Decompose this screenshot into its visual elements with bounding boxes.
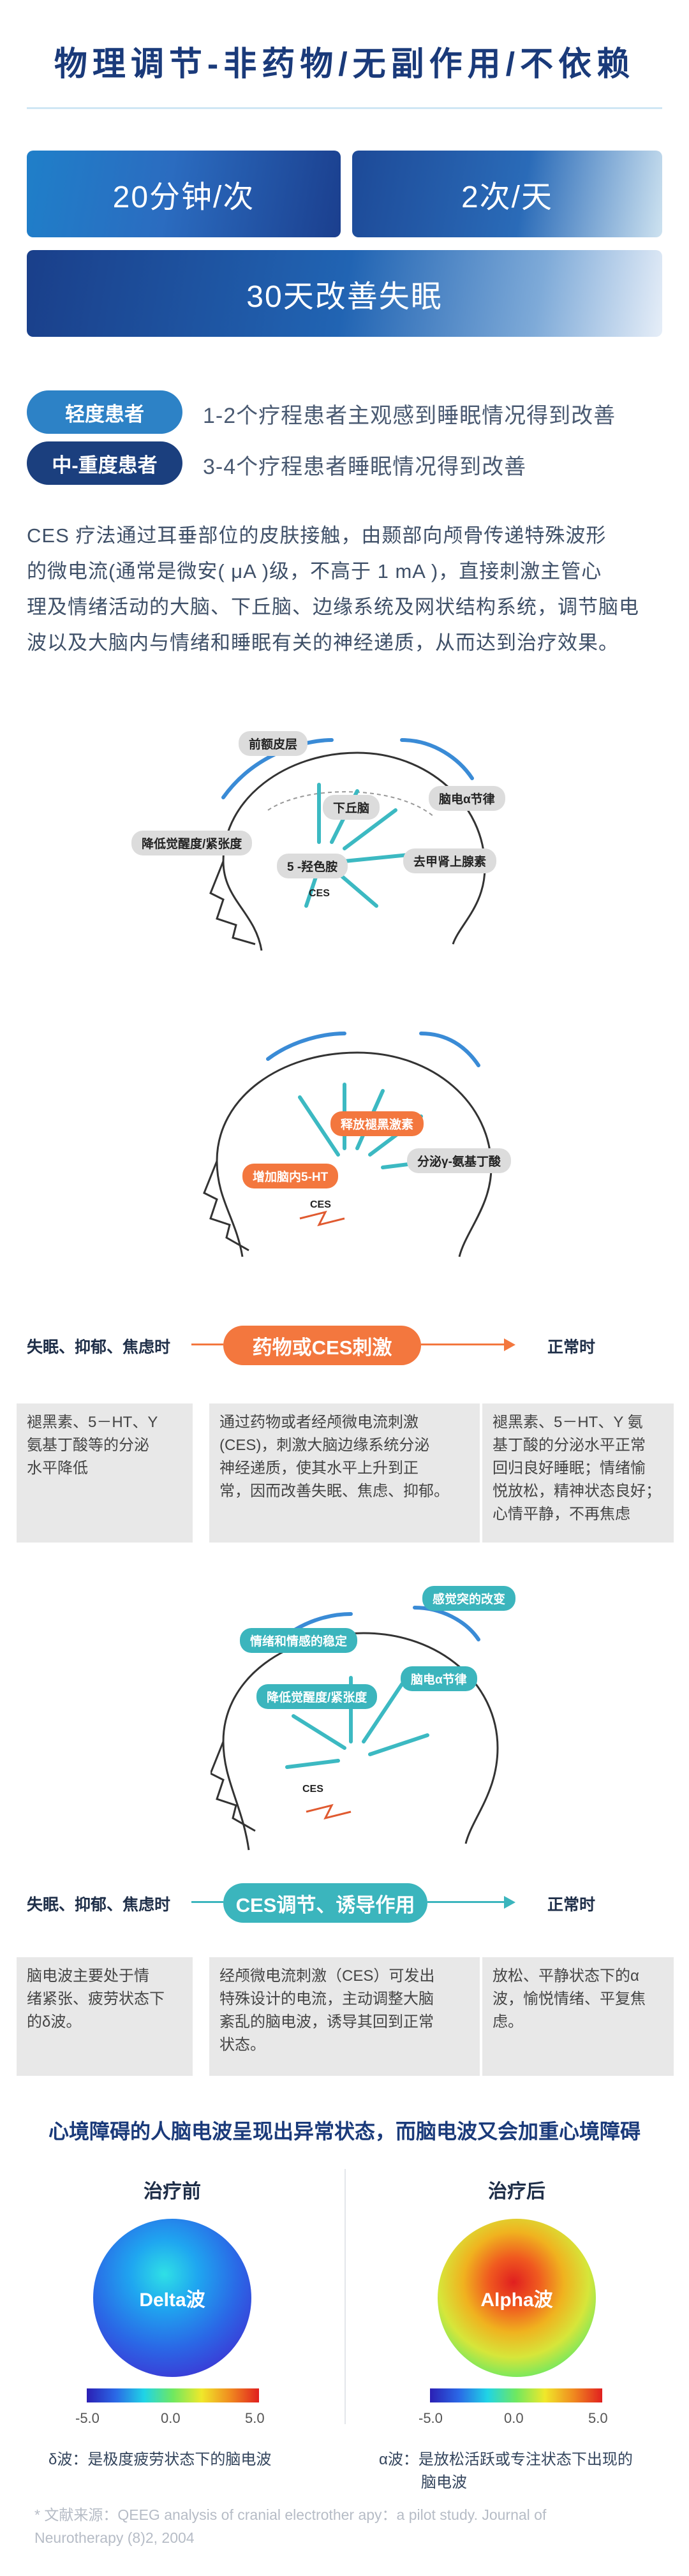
box-line: 绪紧张、疲劳状态下 bbox=[27, 1990, 165, 2008]
source-line: * 文献来源：QEEG analysis of cranial electrot… bbox=[34, 2506, 547, 2523]
scale-tick: 0.0 bbox=[161, 2410, 181, 2426]
tag-norepinephrine: 去甲肾上腺素 bbox=[403, 848, 497, 873]
flow2-line-right bbox=[427, 1901, 504, 1903]
alpha-desc-line: 脑电波 bbox=[421, 2474, 467, 2491]
box-line: 褪黑素、5－HT、Y 氨 bbox=[493, 1414, 643, 1431]
tag-prefrontal: 前额皮层 bbox=[239, 731, 308, 756]
tag-serotonin: 5 -羟色胺 bbox=[277, 854, 348, 878]
box-line: 状态。 bbox=[219, 2036, 265, 2054]
flow2-left-label: 失眠、抑郁、焦虑时 bbox=[27, 1896, 171, 1914]
tag-arousal: 降低觉醒度/紧张度 bbox=[131, 831, 253, 855]
alpha-brainmap: Alpha波 bbox=[438, 2219, 596, 2377]
eeg-divider bbox=[344, 2169, 346, 2424]
title-divider bbox=[27, 107, 662, 109]
intro-line: 的微电流(通常是微安( μA )级，不高于 1 mA )，直接刺激主管心 bbox=[27, 560, 602, 582]
tag-hypothalamus: 下丘脑 bbox=[323, 795, 380, 820]
box-line: 的δ波。 bbox=[27, 2013, 82, 2031]
box-line: 经颅微电流刺激（CES）可发出 bbox=[219, 1967, 435, 1985]
source-citation: * 文献来源：QEEG analysis of cranial electrot… bbox=[34, 2503, 666, 2549]
flow2-arrow-icon bbox=[504, 1896, 515, 1909]
box-line: 特殊设计的电流，主动调整大脑 bbox=[219, 1990, 434, 2008]
frequency-tile: 2次/天 bbox=[352, 151, 662, 237]
scale-tick: -5.0 bbox=[419, 2410, 443, 2426]
flow2-box-after: 放松、平静状态下的α 波，愉悦情绪、平复焦 虑。 bbox=[482, 1957, 674, 2076]
box-line: 紊乱的脑电波，诱导其回到正常 bbox=[219, 2013, 434, 2031]
intro-line: CES 疗法通过耳垂部位的皮肤接触，由颞部向颅骨传递特殊波形 bbox=[27, 524, 607, 547]
delta-brainmap: Delta波 bbox=[93, 2219, 251, 2377]
severe-patient-desc: 3-4个疗程患者睡眠情况得到改善 bbox=[203, 455, 527, 479]
delta-desc: δ波：是极度疲劳状态下的脑电波 bbox=[48, 2451, 272, 2468]
flow2-box-middle: 经颅微电流刺激（CES）可发出 特殊设计的电流，主动调整大脑 紊乱的脑电波，诱导… bbox=[209, 1957, 480, 2076]
box-line: 波，愉悦情绪、平复焦 bbox=[493, 1990, 646, 2008]
flow2-right-label: 正常时 bbox=[547, 1896, 596, 1914]
source-line: Neurotherapy (8)2, 2004 bbox=[34, 2529, 195, 2546]
tag-melatonin: 释放褪黑激素 bbox=[330, 1111, 424, 1136]
scale-tick: 5.0 bbox=[245, 2410, 265, 2426]
tag-perception: 感觉突的改变 bbox=[422, 1586, 516, 1611]
box-line: 神经递质，使其水平上升到正 bbox=[219, 1460, 419, 1477]
after-title: 治疗后 bbox=[488, 2181, 545, 2202]
severe-patient-badge: 中-重度患者 bbox=[27, 441, 182, 485]
mild-patient-desc: 1-2个疗程患者主观感到睡眠情况得到改善 bbox=[203, 404, 616, 428]
alpha-desc-line: α波：是放松活跃或专注状态下出现的 bbox=[379, 2451, 633, 2468]
scale-tick: 0.0 bbox=[504, 2410, 524, 2426]
scale-tick: -5.0 bbox=[75, 2410, 100, 2426]
before-title: 治疗前 bbox=[144, 2181, 201, 2202]
box-line: 脑电波主要处于情 bbox=[27, 1967, 149, 1985]
ces-label: CES bbox=[310, 1199, 331, 1210]
flow2-center-pill: CES调节、诱导作用 bbox=[223, 1883, 427, 1923]
intro-paragraph: CES 疗法通过耳垂部位的皮肤接触，由颞部向颅骨传递特殊波形 的微电流(通常是微… bbox=[27, 518, 662, 661]
box-line: 水平降低 bbox=[27, 1460, 88, 1477]
box-line: (CES)，刺激大脑边缘系统分泌 bbox=[219, 1437, 430, 1454]
flow1-line-right bbox=[421, 1344, 504, 1345]
intro-line: 理及情绪活动的大脑、下丘脑、边缘系统及网状结构系统，调节脑电 bbox=[27, 596, 639, 618]
tag-alpha: 脑电α节律 bbox=[401, 1666, 477, 1691]
intro-line: 波以及大脑内与情绪和睡眠有关的神经递质，从而达到治疗效果。 bbox=[27, 632, 619, 654]
box-line: 褪黑素、5－HT、Y bbox=[27, 1414, 158, 1431]
box-line: 回归良好睡眠；情绪愉 bbox=[493, 1460, 646, 1477]
box-line: 心情平静，不再焦虑 bbox=[493, 1506, 630, 1523]
tag-alpha-rhythm: 脑电α节律 bbox=[429, 786, 505, 811]
flow1-right-label: 正常时 bbox=[547, 1338, 596, 1356]
box-line: 虑。 bbox=[493, 2013, 523, 2031]
scale-tick: 5.0 bbox=[588, 2410, 608, 2426]
box-line: 氨基丁酸等的分泌 bbox=[27, 1437, 149, 1454]
flow2-box-before: 脑电波主要处于情 绪紧张、疲劳状态下 的δ波。 bbox=[17, 1957, 193, 2076]
flow1-box-before: 褪黑素、5－HT、Y 氨基丁酸等的分泌 水平降低 bbox=[17, 1403, 193, 1543]
tag-arousal-reduce: 降低觉醒度/紧张度 bbox=[256, 1684, 378, 1709]
box-line: 悦放松，精神状态良好； bbox=[493, 1483, 661, 1500]
box-line: 基丁酸的分泌水平正常 bbox=[493, 1437, 646, 1454]
after-colorbar bbox=[430, 2388, 602, 2402]
before-colorbar bbox=[87, 2388, 259, 2402]
box-line: 常，因而改善失眠、焦虑、抑郁。 bbox=[219, 1483, 449, 1500]
flow1-arrow-icon bbox=[504, 1338, 515, 1351]
tag-emotion: 情绪和情感的稳定 bbox=[240, 1628, 358, 1653]
duration-tile: 20分钟/次 bbox=[27, 151, 341, 237]
flow1-box-middle: 通过药物或者经颅微电流刺激 (CES)，刺激大脑边缘系统分泌 神经递质，使其水平… bbox=[209, 1403, 480, 1543]
course-tile: 30天改善失眠 bbox=[27, 250, 662, 337]
ces-label: CES bbox=[309, 888, 330, 899]
box-line: 通过药物或者经颅微电流刺激 bbox=[219, 1414, 419, 1431]
ces-label: CES bbox=[302, 1784, 323, 1795]
flow1-left-label: 失眠、抑郁、焦虑时 bbox=[27, 1338, 171, 1356]
tag-5ht: 增加脑内5-HT bbox=[242, 1164, 339, 1188]
eeg-headline: 心境障碍的人脑电波呈现出异常状态，而脑电波又会加重心境障碍 bbox=[48, 2120, 641, 2143]
flow1-line-left bbox=[191, 1344, 223, 1345]
page-title: 物理调节-非药物/无副作用/不依赖 bbox=[54, 46, 635, 83]
tag-gaba: 分泌γ-氨基丁酸 bbox=[407, 1148, 511, 1173]
alpha-label: Alpha波 bbox=[480, 2290, 553, 2311]
mild-patient-badge: 轻度患者 bbox=[27, 390, 182, 434]
flow2-line-left bbox=[191, 1901, 223, 1903]
flow1-center-pill: 药物或CES刺激 bbox=[223, 1326, 421, 1365]
delta-label: Delta波 bbox=[139, 2290, 205, 2311]
box-line: 放松、平静状态下的α bbox=[493, 1967, 639, 1985]
flow1-box-after: 褪黑素、5－HT、Y 氨 基丁酸的分泌水平正常 回归良好睡眠；情绪愉 悦放松，精… bbox=[482, 1403, 674, 1543]
